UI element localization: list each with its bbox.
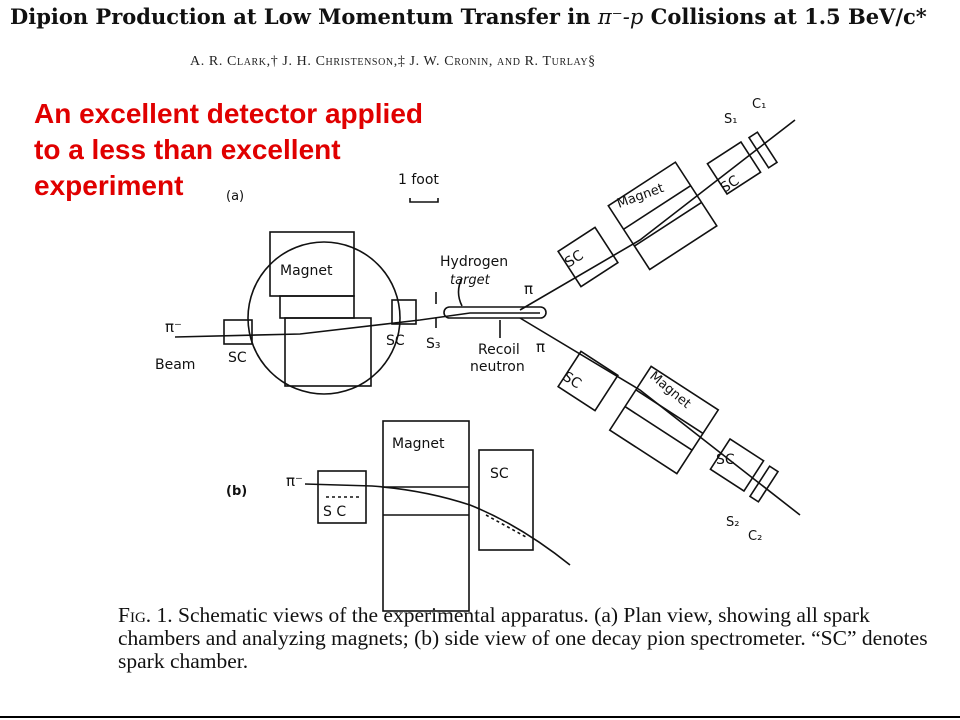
left-spark-chamber bbox=[223, 319, 253, 345]
upper-pion-track bbox=[519, 119, 796, 311]
slide-callout: An excellent detector applied to a less … bbox=[34, 96, 504, 204]
side-pi-minus-label: π⁻ bbox=[286, 472, 303, 490]
lower-sc-label: SC bbox=[560, 369, 585, 393]
side-spark-chamber bbox=[317, 470, 367, 524]
c1-label: C₁ bbox=[752, 97, 766, 112]
upper-arm-rear-sc bbox=[706, 140, 762, 196]
lower-pion-track bbox=[519, 317, 801, 516]
hydrogen-target bbox=[443, 306, 547, 319]
target-pointer bbox=[457, 277, 463, 307]
upper-arm-sc bbox=[557, 226, 619, 288]
recoil-label: Recoil bbox=[478, 342, 520, 358]
upper-pi-label: π bbox=[524, 280, 533, 298]
lower-arm-c2-counter bbox=[748, 465, 780, 503]
side-magnet bbox=[382, 420, 470, 612]
side-sc-label: S C bbox=[323, 504, 346, 520]
hydrogen-label: Hydrogen bbox=[440, 254, 508, 270]
callout-line-2: to a less than excellent bbox=[34, 134, 341, 165]
title-symbol: π⁻-p bbox=[597, 5, 644, 29]
left-sc-label: SC bbox=[228, 350, 247, 366]
scale-label: 1 foot bbox=[398, 172, 439, 188]
small-spark-chamber bbox=[391, 299, 417, 325]
magnet-a-label: Magnet bbox=[280, 263, 333, 279]
beam-line bbox=[174, 312, 540, 338]
side-rear-sc-label: SC bbox=[490, 466, 509, 482]
scale-bar bbox=[409, 198, 439, 203]
magnet-a-middle bbox=[279, 295, 355, 319]
beam-label: Beam bbox=[155, 357, 195, 373]
caption-text: Schematic views of the experimental appa… bbox=[118, 603, 928, 673]
upper-arm-c1-counter bbox=[747, 131, 779, 169]
callout-line-1: An excellent detector applied bbox=[34, 98, 423, 129]
s3-label: S₃ bbox=[426, 336, 441, 352]
lower-pi-label: π bbox=[536, 338, 545, 356]
c2-label: C₂ bbox=[748, 529, 762, 544]
upper-arm-magnet bbox=[607, 161, 718, 271]
neutron-label: neutron bbox=[470, 359, 525, 375]
side-pion-track bbox=[304, 483, 571, 566]
bottom-rule bbox=[0, 716, 960, 718]
upper-sc-label: SC bbox=[562, 247, 587, 271]
magnet-a-bottom bbox=[284, 317, 372, 387]
lower-arm-magnet bbox=[608, 365, 720, 475]
beam-pi-minus-label: π⁻ bbox=[165, 318, 182, 336]
panel-b-label: (b) bbox=[226, 484, 247, 499]
target-label: target bbox=[450, 273, 491, 288]
small-sc-label: SC bbox=[386, 333, 405, 349]
paper-authors: A. R. Clark,† J. H. Christenson,‡ J. W. … bbox=[190, 54, 596, 69]
lower-arm-rear-sc bbox=[709, 437, 765, 493]
side-magnet-label: Magnet bbox=[392, 436, 445, 452]
title-main: Dipion Production at Low Momentum Transf… bbox=[10, 4, 598, 29]
s2-label: S₂ bbox=[726, 515, 739, 530]
lower-rear-sc-label: SC bbox=[716, 452, 735, 468]
lower-magnet-label: Magnet bbox=[646, 369, 693, 412]
magnet-pole-circle bbox=[247, 241, 401, 395]
side-rear-spark-chamber bbox=[478, 449, 534, 551]
title-tail: Collisions at 1.5 BeV/c* bbox=[643, 4, 927, 29]
callout-line-3: experiment bbox=[34, 170, 184, 201]
figure-caption: Fig. 1. Schematic views of the experimen… bbox=[118, 604, 938, 673]
lower-arm-sc bbox=[557, 350, 619, 412]
s1-label: S₁ bbox=[724, 112, 737, 127]
paper-title: Dipion Production at Low Momentum Transf… bbox=[10, 4, 955, 29]
panel-a-label: (a) bbox=[226, 189, 244, 204]
figure-label: Fig. 1. bbox=[118, 603, 173, 627]
